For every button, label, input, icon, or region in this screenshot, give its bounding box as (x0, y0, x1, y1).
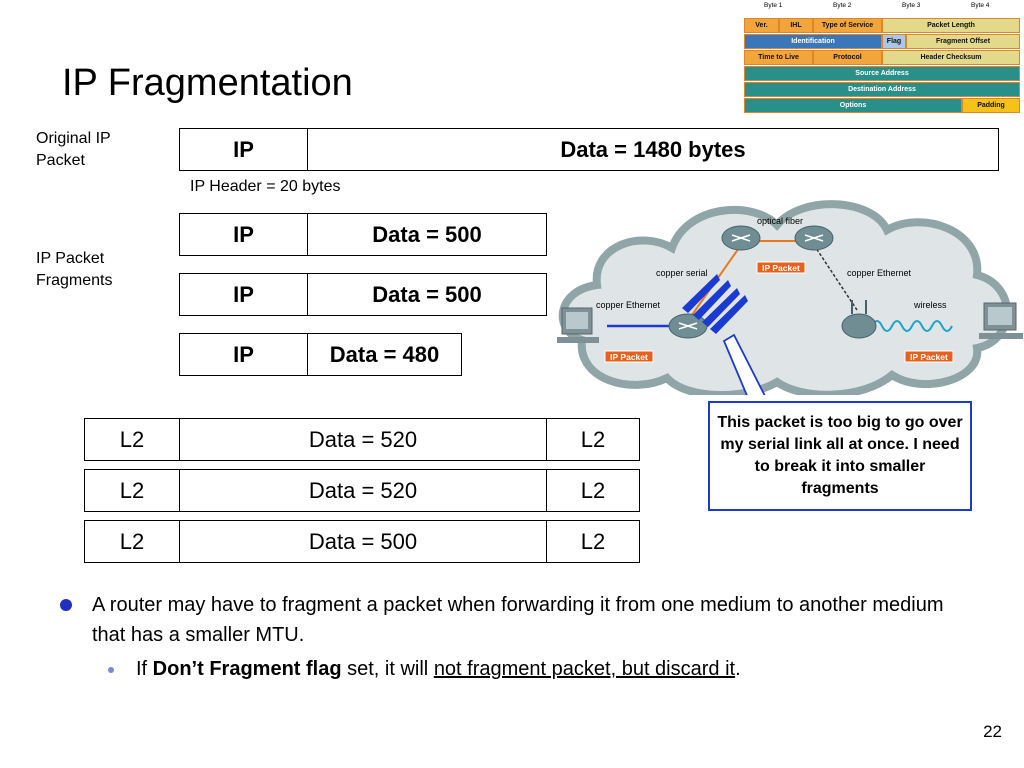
router-icon (668, 313, 708, 339)
l2-frame-box: L2 Data = 520 L2 (84, 418, 640, 461)
header-field-source: Source Address (744, 66, 1020, 81)
router-icon (721, 225, 761, 251)
header-field-ihl: IHL (779, 18, 813, 33)
bullet-text: A router may have to fragment a packet w… (92, 594, 944, 646)
header-field-tos: Type of Service (813, 18, 882, 33)
label-line: Fragments (36, 272, 113, 289)
ip-header-cell: IP (180, 334, 308, 375)
byte-label: Byte 2 (833, 2, 852, 9)
ip-header-diagram: Byte 1 Byte 2 Byte 3 Byte 4 Ver. IHL Typ… (744, 2, 1020, 114)
bullet-item: A router may have to fragment a packet w… (60, 590, 960, 650)
data-cell: Data = 500 (372, 281, 482, 307)
slide-title: IP Fragmentation (62, 62, 353, 104)
label-line: Packet (36, 152, 85, 169)
ip-header-cell: IP (180, 214, 308, 255)
header-field-ver: Ver. (744, 18, 779, 33)
ip-fragment-box: IP Data = 500 (179, 213, 547, 256)
wireless-label: wireless (913, 300, 947, 310)
wireless-access-point-icon (841, 300, 877, 339)
data-cell: Data = 480 (329, 341, 440, 367)
l2-frame-box: L2 Data = 520 L2 (84, 469, 640, 512)
ip-fragment-box: IP Data = 500 (179, 273, 547, 316)
callout-box: This packet is too big to go over my ser… (708, 401, 972, 511)
original-packet-box: IP Data = 1480 bytes (179, 128, 999, 171)
data-cell: Data = 520 (180, 470, 547, 511)
original-packet-label: Original IP Packet (36, 128, 111, 172)
ip-packet-tag: IP Packet (610, 352, 648, 362)
computer-icon (557, 307, 599, 343)
data-cell: Data = 520 (180, 419, 547, 460)
header-field-protocol: Protocol (813, 50, 882, 65)
sub-bullet-dot-icon (108, 667, 114, 673)
data-cell: Data = 500 (372, 221, 482, 247)
header-field-identification: Identification (744, 34, 882, 49)
sub-bullet-item: If Don’t Fragment flag set, it will not … (60, 654, 960, 684)
optical-fiber-label: optical fiber (757, 216, 803, 226)
bullet-text: If (136, 658, 153, 680)
l2-header-cell: L2 (85, 419, 180, 460)
header-field-ttl: Time to Live (744, 50, 813, 65)
l2-trailer-cell: L2 (580, 477, 606, 503)
header-field-destination: Destination Address (744, 82, 1020, 97)
copper-ethernet-left-label: copper Ethernet (596, 300, 661, 310)
label-line: Original IP (36, 130, 111, 147)
ip-packet-tag: IP Packet (910, 352, 948, 362)
l2-trailer-cell: L2 (580, 426, 606, 452)
router-icon (794, 225, 834, 251)
ip-header-cell: IP (180, 129, 308, 170)
fragment-arrows (682, 274, 748, 334)
header-field-checksum: Header Checksum (882, 50, 1020, 65)
fragments-label: IP Packet Fragments (36, 248, 112, 292)
l2-header-cell: L2 (85, 521, 180, 562)
copper-ethernet-right-label: copper Ethernet (847, 268, 912, 278)
bullet-text: set, it will (341, 658, 434, 680)
byte-label: Byte 3 (902, 2, 921, 9)
label-line: IP Packet (36, 250, 105, 267)
bullet-dot-icon (60, 599, 72, 611)
bullet-list: A router may have to fragment a packet w… (60, 590, 960, 684)
header-field-flag: Flag (882, 34, 906, 49)
data-cell: Data = 1480 bytes (560, 136, 746, 162)
ip-header-cell: IP (180, 274, 308, 315)
bullet-bold-text: Don’t Fragment flag (152, 658, 342, 680)
computer-icon (979, 302, 1023, 339)
header-field-length: Packet Length (882, 18, 1020, 33)
l2-trailer-cell: L2 (580, 528, 606, 554)
network-diagram: optical fiber copper serial copper Ether… (557, 200, 1023, 395)
page-number: 22 (983, 722, 1002, 741)
header-field-padding: Padding (962, 98, 1020, 113)
ip-header-size-note: IP Header = 20 bytes (190, 178, 341, 195)
byte-label: Byte 4 (971, 2, 990, 9)
data-cell: Data = 500 (180, 521, 547, 562)
header-field-options: Options (744, 98, 962, 113)
header-field-fragment-offset: Fragment Offset (906, 34, 1020, 49)
bullet-text: . (735, 658, 741, 680)
l2-header-cell: L2 (85, 470, 180, 511)
copper-serial-label: copper serial (656, 268, 708, 278)
ip-fragment-box: IP Data = 480 (179, 333, 462, 376)
ip-packet-tag: IP Packet (762, 263, 800, 273)
byte-label: Byte 1 (764, 2, 783, 9)
bullet-underlined-text: not fragment packet, but discard it (433, 658, 736, 680)
l2-frame-box: L2 Data = 500 L2 (84, 520, 640, 563)
